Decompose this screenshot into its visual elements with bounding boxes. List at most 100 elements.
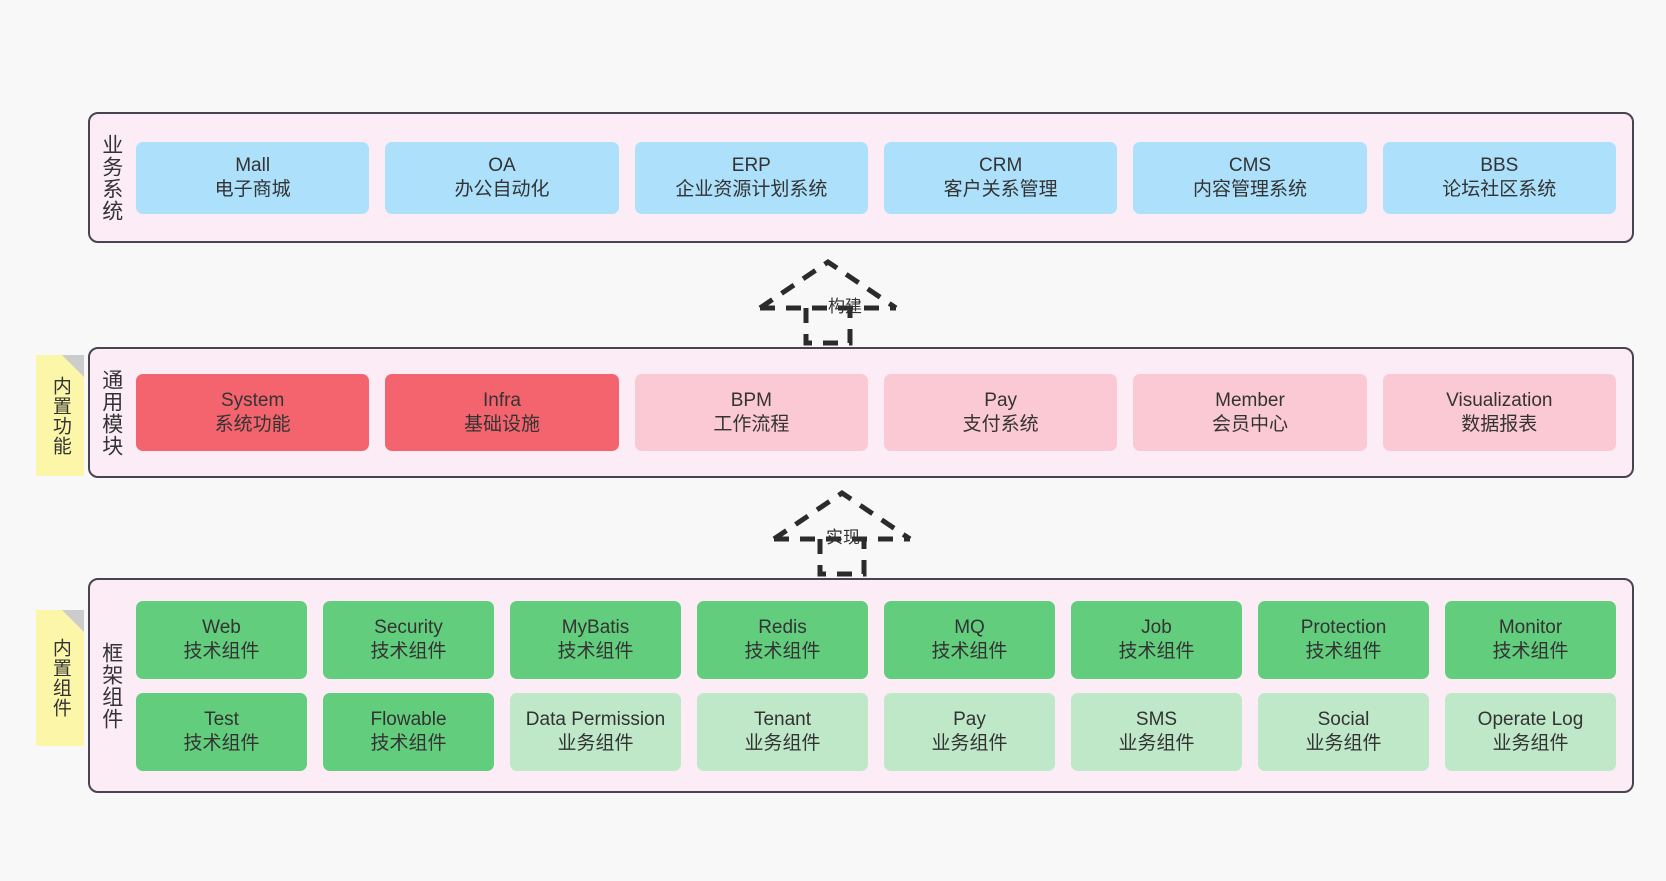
card-title: Protection bbox=[1300, 617, 1387, 639]
card-title: Mall bbox=[235, 155, 271, 177]
layer-business-systems: 业务系统 Mall 电子商城 OA 办公自动化 ERP 企业资源计划系统 CRM bbox=[88, 112, 1634, 243]
card-subtitle: 基础设施 bbox=[463, 413, 540, 435]
arrow-stem bbox=[817, 539, 867, 577]
framework-card-security[interactable]: Security 技术组件 bbox=[323, 600, 494, 679]
card-title: BPM bbox=[730, 390, 772, 412]
business-card-cms[interactable]: CMS 内容管理系统 bbox=[1133, 141, 1367, 214]
card-title: Job bbox=[1141, 617, 1172, 639]
card-title: Security bbox=[374, 617, 443, 639]
module-card-pay[interactable]: Pay 支付系统 bbox=[883, 374, 1118, 451]
sticky-note-builtin-components: 内置组件 bbox=[36, 610, 84, 746]
card-subtitle: 技术组件 bbox=[1305, 640, 1382, 662]
card-subtitle: 会员中心 bbox=[1211, 413, 1288, 435]
card-subtitle: 办公自动化 bbox=[454, 178, 550, 200]
arrow-head-triangle-sides bbox=[758, 258, 898, 311]
framework-card-social[interactable]: Social 业务组件 bbox=[1258, 692, 1429, 771]
module-card-visualization[interactable]: Visualization 数据报表 bbox=[1382, 374, 1616, 451]
card-title: Social bbox=[1317, 709, 1370, 731]
card-subtitle: 业务组件 bbox=[1305, 732, 1382, 754]
card-title: Pay bbox=[984, 390, 1018, 412]
framework-card-web[interactable]: Web 技术组件 bbox=[136, 600, 307, 679]
card-title: MyBatis bbox=[561, 617, 630, 639]
layer-framework-body: Web 技术组件 Security 技术组件 MyBatis 技术组件 Redi… bbox=[132, 580, 1632, 791]
business-card-oa[interactable]: OA 办公自动化 bbox=[385, 141, 619, 214]
card-title: Redis bbox=[758, 617, 807, 639]
business-card-crm[interactable]: CRM 客户关系管理 bbox=[883, 141, 1118, 214]
card-title: CRM bbox=[979, 155, 1023, 177]
layer-label-framework: 框架组件 bbox=[99, 641, 123, 730]
card-title: BBS bbox=[1480, 155, 1519, 177]
card-title: OA bbox=[488, 155, 516, 177]
card-title: Monitor bbox=[1498, 617, 1563, 639]
card-title: Visualization bbox=[1446, 390, 1553, 412]
card-subtitle: 业务组件 bbox=[931, 732, 1008, 754]
arrow-stem bbox=[803, 308, 853, 346]
card-title: Tenant bbox=[753, 709, 812, 731]
framework-card-tenant[interactable]: Tenant 业务组件 bbox=[697, 692, 868, 771]
business-card-mall[interactable]: Mall 电子商城 bbox=[136, 141, 370, 214]
framework-card-flowable[interactable]: Flowable 技术组件 bbox=[323, 692, 494, 771]
connector-build-label: 构建 bbox=[828, 297, 862, 316]
framework-card-mq[interactable]: MQ 技术组件 bbox=[884, 600, 1055, 679]
card-subtitle: 技术组件 bbox=[931, 640, 1008, 662]
layer-common-modules: 通用模块 System 系统功能 Infra 基础设施 BPM 工作流程 Pay bbox=[88, 347, 1634, 478]
card-title: Flowable bbox=[370, 709, 447, 731]
framework-card-row-2: Test 技术组件 Flowable 技术组件 Data Permission … bbox=[136, 692, 1616, 771]
card-title: Pay bbox=[953, 709, 986, 731]
framework-card-protection[interactable]: Protection 技术组件 bbox=[1258, 600, 1429, 679]
card-title: Web bbox=[202, 617, 241, 639]
module-card-member[interactable]: Member 会员中心 bbox=[1133, 374, 1367, 451]
module-card-infra[interactable]: Infra 基础设施 bbox=[385, 374, 619, 451]
card-subtitle: 系统功能 bbox=[214, 413, 291, 435]
business-card-erp[interactable]: ERP 企业资源计划系统 bbox=[634, 141, 868, 214]
sticky-note-label: 内置组件 bbox=[49, 638, 71, 718]
layer-framework-components: 框架组件 Web 技术组件 Security 技术组件 MyBatis 技术组件… bbox=[88, 578, 1634, 793]
framework-card-monitor[interactable]: Monitor 技术组件 bbox=[1445, 600, 1616, 679]
framework-card-pay[interactable]: Pay 业务组件 bbox=[884, 692, 1055, 771]
card-title: Infra bbox=[482, 390, 521, 412]
layer-modules-body: System 系统功能 Infra 基础设施 BPM 工作流程 Pay 支付系统… bbox=[132, 349, 1632, 476]
business-card-bbs[interactable]: BBS 论坛社区系统 bbox=[1382, 141, 1616, 214]
business-card-row: Mall 电子商城 OA 办公自动化 ERP 企业资源计划系统 CRM 客户关系… bbox=[136, 141, 1616, 214]
card-subtitle: 工作流程 bbox=[713, 413, 790, 435]
card-subtitle: 业务组件 bbox=[744, 732, 821, 754]
layer-business-body: Mall 电子商城 OA 办公自动化 ERP 企业资源计划系统 CRM 客户关系… bbox=[132, 114, 1632, 241]
card-title: Data Permission bbox=[525, 709, 666, 731]
card-subtitle: 技术组件 bbox=[1118, 640, 1195, 662]
card-subtitle: 业务组件 bbox=[1118, 732, 1195, 754]
card-subtitle: 业务组件 bbox=[557, 732, 634, 754]
module-card-bpm[interactable]: BPM 工作流程 bbox=[634, 374, 868, 451]
card-subtitle: 电子商城 bbox=[214, 178, 291, 200]
framework-card-redis[interactable]: Redis 技术组件 bbox=[697, 600, 868, 679]
card-subtitle: 技术组件 bbox=[370, 640, 447, 662]
card-subtitle: 技术组件 bbox=[744, 640, 821, 662]
sticky-note-label: 内置功能 bbox=[49, 375, 71, 456]
card-title: System bbox=[220, 390, 285, 412]
card-subtitle: 技术组件 bbox=[1492, 640, 1569, 662]
layer-label-business: 业务系统 bbox=[99, 133, 123, 222]
card-title: MQ bbox=[954, 617, 985, 639]
layer-label-modules: 通用模块 bbox=[99, 368, 123, 457]
framework-card-mybatis[interactable]: MyBatis 技术组件 bbox=[510, 600, 681, 679]
card-title: Member bbox=[1215, 390, 1285, 412]
module-card-system[interactable]: System 系统功能 bbox=[136, 374, 370, 451]
card-title: Operate Log bbox=[1477, 709, 1584, 731]
framework-card-job[interactable]: Job 技术组件 bbox=[1071, 600, 1242, 679]
connector-build: 构建 bbox=[756, 258, 926, 346]
framework-card-test[interactable]: Test 技术组件 bbox=[136, 692, 307, 771]
arrow-head-triangle-sides bbox=[772, 489, 912, 542]
card-subtitle: 技术组件 bbox=[183, 732, 260, 754]
connector-implement-label: 实现 bbox=[826, 528, 860, 547]
card-subtitle: 客户关系管理 bbox=[943, 178, 1058, 200]
card-subtitle: 业务组件 bbox=[1492, 732, 1569, 754]
framework-card-operate-log[interactable]: Operate Log 业务组件 bbox=[1445, 692, 1616, 771]
card-title: ERP bbox=[731, 155, 771, 177]
card-subtitle: 数据报表 bbox=[1461, 413, 1538, 435]
framework-card-data-permission[interactable]: Data Permission 业务组件 bbox=[510, 692, 681, 771]
card-subtitle: 内容管理系统 bbox=[1192, 178, 1307, 200]
sticky-note-builtin-features: 内置功能 bbox=[36, 355, 84, 476]
framework-card-sms[interactable]: SMS 业务组件 bbox=[1071, 692, 1242, 771]
card-title: SMS bbox=[1135, 709, 1178, 731]
card-subtitle: 技术组件 bbox=[557, 640, 634, 662]
